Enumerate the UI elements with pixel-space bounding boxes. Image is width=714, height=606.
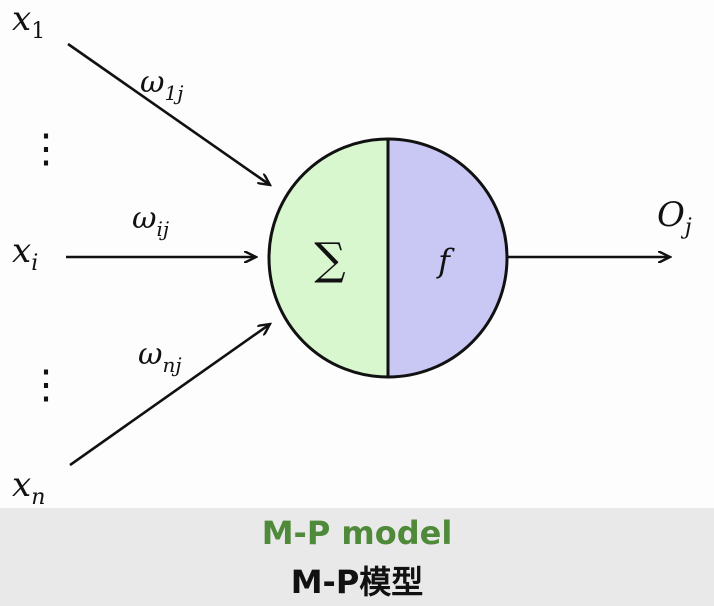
activation-half: [388, 139, 507, 377]
summation-symbol: ∑: [314, 234, 345, 285]
weight-label-w1j: ω1j: [140, 65, 183, 105]
ellipsis-lower: ⋮: [26, 362, 66, 408]
arrow-x1-to-neuron: [67, 42, 270, 185]
diagram-canvas: x1 xi xn ⋮ ⋮ ω1j ωij ωnj ∑ f: [0, 0, 714, 508]
arrow-xn-to-neuron: [69, 324, 270, 467]
input-label-xi: xi: [12, 231, 38, 276]
input-label-xn: xn: [12, 465, 45, 508]
mp-neuron-diagram: x1 xi xn ⋮ ⋮ ω1j ωij ωnj ∑ f: [12, 0, 692, 508]
caption-english: M-P model: [261, 514, 453, 552]
neuron-node: ∑ f: [267, 137, 509, 379]
caption-chinese: M-P模型: [290, 563, 424, 601]
summation-half: [269, 139, 388, 377]
weight-label-wij: ωij: [132, 201, 169, 241]
weight-label-wnj: ωnj: [138, 337, 182, 377]
ellipsis-upper: ⋮: [26, 126, 66, 172]
output-label-oj: Oj: [657, 195, 692, 240]
input-label-x1: x1: [12, 0, 45, 44]
